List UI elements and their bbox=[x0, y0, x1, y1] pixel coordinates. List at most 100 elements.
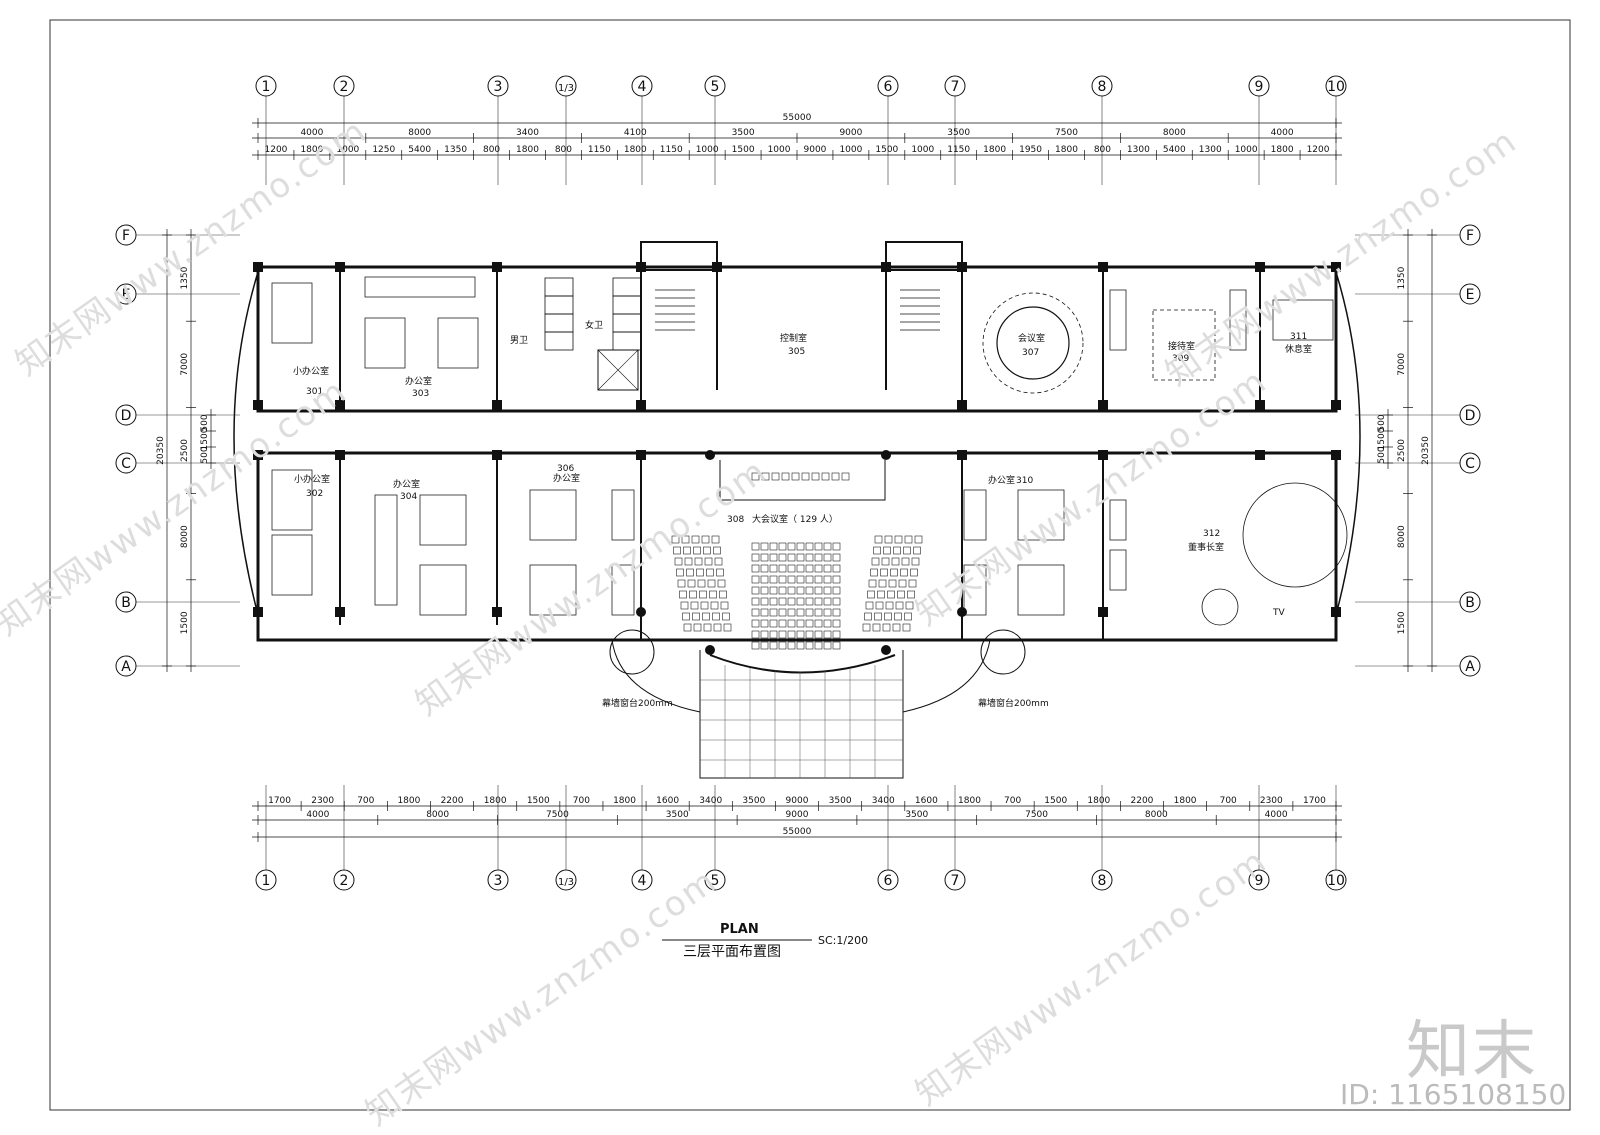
top-row2-dim-value: 1500 bbox=[875, 145, 898, 155]
seat bbox=[805, 575, 814, 584]
bottom-row1-dim-value: 3500 bbox=[829, 796, 852, 806]
seat bbox=[703, 546, 711, 555]
axis-label-left: F bbox=[122, 228, 130, 244]
seat bbox=[907, 590, 915, 599]
room-304-name: 办公室 bbox=[393, 478, 420, 490]
column bbox=[1098, 607, 1108, 617]
room-304-number: 304 bbox=[400, 492, 417, 502]
bottom-row2-dim-value: 4000 bbox=[1265, 810, 1288, 820]
seat bbox=[787, 630, 796, 639]
sheet-border bbox=[49, 19, 1571, 1111]
axis-label-top: 1 bbox=[262, 79, 271, 95]
seat bbox=[693, 546, 701, 555]
axis-label-bottom: 6 bbox=[884, 873, 893, 889]
axis-label-bottom: 9 bbox=[1255, 873, 1264, 889]
stage-seat bbox=[821, 472, 830, 481]
column bbox=[1098, 262, 1108, 272]
top-row2-dim-value: 1150 bbox=[947, 145, 970, 155]
stage-seat bbox=[811, 472, 820, 481]
column bbox=[636, 450, 646, 460]
bottom-row1-dim-value: 700 bbox=[573, 796, 590, 806]
seat bbox=[787, 575, 796, 584]
seat bbox=[885, 601, 894, 610]
seat bbox=[891, 557, 900, 566]
seat bbox=[870, 568, 878, 577]
seat bbox=[671, 535, 680, 544]
seat bbox=[914, 535, 923, 544]
top-row1-dim-value: 9000 bbox=[839, 128, 862, 138]
seat bbox=[796, 564, 805, 573]
seat bbox=[760, 597, 769, 606]
seat bbox=[673, 546, 681, 555]
seat bbox=[796, 586, 805, 595]
bottom-row1-dim-value: 2200 bbox=[441, 796, 464, 806]
structural-columns bbox=[253, 262, 1341, 655]
plan-label: PLAN bbox=[720, 922, 759, 937]
axis-label-right: D bbox=[1465, 408, 1476, 424]
seat bbox=[887, 590, 895, 599]
stage-seat bbox=[761, 472, 770, 481]
seat bbox=[751, 542, 760, 551]
top-row2-dim-value: 1000 bbox=[1235, 145, 1258, 155]
column bbox=[1255, 262, 1265, 272]
top-row2-dim-value: 1000 bbox=[911, 145, 934, 155]
seat bbox=[832, 641, 841, 650]
top-row2-dim-value: 1000 bbox=[768, 145, 791, 155]
axis-label-left: D bbox=[121, 408, 132, 424]
seat bbox=[751, 630, 760, 639]
axis-label-left: B bbox=[121, 595, 131, 611]
seat bbox=[690, 601, 699, 610]
bottom-total-dim-value: 55000 bbox=[783, 827, 812, 837]
seat bbox=[674, 557, 683, 566]
room-306-name: 办公室 bbox=[553, 472, 580, 484]
left-dim-value: 7000 bbox=[180, 353, 190, 376]
column bbox=[253, 450, 263, 460]
axis-label-right: E bbox=[1466, 287, 1475, 303]
seat bbox=[902, 623, 911, 632]
column bbox=[1255, 450, 1265, 460]
seat bbox=[694, 557, 703, 566]
seat bbox=[760, 553, 769, 562]
bottom-row2-dim-value: 3500 bbox=[905, 810, 928, 820]
seat bbox=[699, 590, 707, 599]
column bbox=[253, 607, 263, 617]
seat bbox=[832, 597, 841, 606]
seat bbox=[769, 619, 778, 628]
room-307-number: 307 bbox=[1022, 348, 1039, 358]
seat bbox=[864, 612, 872, 621]
top-row2-dim-value: 1000 bbox=[839, 145, 862, 155]
bottom-row1-dim-value: 1600 bbox=[915, 796, 938, 806]
seat bbox=[805, 630, 814, 639]
stage-seat bbox=[791, 472, 800, 481]
column bbox=[1331, 262, 1341, 272]
seat bbox=[687, 579, 696, 588]
seat bbox=[787, 542, 796, 551]
stage-seat bbox=[841, 472, 850, 481]
room-310-number: 310 bbox=[1016, 476, 1033, 486]
room-309-name: 接待室 bbox=[1168, 340, 1195, 352]
bottom-row2-dim-value: 8000 bbox=[1145, 810, 1168, 820]
seat bbox=[769, 542, 778, 551]
seat bbox=[683, 623, 692, 632]
seat bbox=[717, 579, 726, 588]
seat bbox=[796, 608, 805, 617]
seat bbox=[814, 619, 823, 628]
top-row2-dim-value: 800 bbox=[555, 145, 572, 155]
bottom-row1-dim-value: 1800 bbox=[484, 796, 507, 806]
seat bbox=[893, 546, 901, 555]
seat bbox=[875, 601, 884, 610]
seat bbox=[796, 553, 805, 562]
seat bbox=[814, 608, 823, 617]
seat bbox=[871, 557, 880, 566]
seat bbox=[700, 601, 709, 610]
seat bbox=[908, 579, 917, 588]
seat bbox=[778, 564, 787, 573]
seat bbox=[682, 612, 690, 621]
axis-label-bottom: 2 bbox=[340, 873, 349, 889]
column bbox=[335, 262, 345, 272]
seat bbox=[778, 641, 787, 650]
seat bbox=[704, 557, 713, 566]
column bbox=[253, 262, 263, 272]
top-row2-dim-value: 1150 bbox=[660, 145, 683, 155]
seat bbox=[751, 575, 760, 584]
